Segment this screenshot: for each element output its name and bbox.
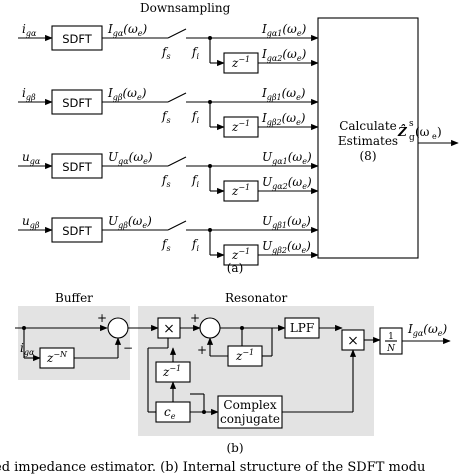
row-2-out1-label: Ugα1(ωe)	[262, 150, 312, 166]
row-0-sdft-label: SDFT	[62, 32, 93, 46]
multiplier-2-symbol: ×	[347, 333, 359, 349]
buffer-region	[18, 306, 130, 380]
complex-conjugate-block	[217, 395, 283, 429]
ce-label: ce	[164, 405, 176, 421]
row-3-sdft-block	[51, 217, 103, 243]
svg-text:s: s	[409, 119, 414, 129]
calc-line-3: (8)	[360, 149, 377, 163]
row-1-fi-label: fi	[191, 109, 199, 125]
row-0-fi-label: fi	[191, 45, 199, 61]
downsampling-title: Downsampling	[140, 1, 231, 15]
row-2-spectrum-label: Ugα(ωe)	[108, 150, 153, 166]
complex-conjugate-line-1: Complex	[223, 398, 276, 412]
row-1-out2-label: Igβ2(ωe)	[261, 111, 306, 127]
row-1-spectrum-label: Igβ(ωe)	[107, 86, 147, 102]
row-2-sdft-label: SDFT	[62, 160, 93, 174]
resonator-title: Resonator	[225, 291, 287, 305]
row-3-spectrum-label: Ugβ(ωe)	[108, 214, 152, 230]
row-2-sdft-block	[51, 153, 103, 179]
row-1-downsampling-switch	[167, 92, 187, 103]
row-0-out2-label: Igα2(ωe)	[261, 47, 307, 63]
row-1-sdft-label: SDFT	[62, 96, 93, 110]
resonator-plus-lower: +	[197, 343, 207, 357]
svg-text:e: e	[432, 132, 437, 141]
multiplier-1-symbol: ×	[163, 321, 175, 337]
impedance-output-label: Ẑ s g (ω e )	[397, 119, 442, 143]
resonator-sum-node	[199, 317, 221, 339]
buffer-sum-node	[107, 317, 129, 339]
row-0-downsampling-switch	[167, 28, 187, 39]
row-2-input-label: ugα	[22, 150, 41, 166]
row-2-downsampling-switch	[167, 156, 187, 167]
row-1-out1-label: Igβ1(ωe)	[261, 86, 306, 102]
gain-denominator: N	[386, 344, 396, 354]
gain-numerator: 1	[388, 332, 394, 342]
svg-text:): )	[437, 125, 442, 139]
row-3-fs-label: fs	[161, 237, 171, 253]
row-0-fs-label: fs	[161, 45, 171, 61]
row-0-out1-label: Igα1(ωe)	[261, 22, 307, 38]
row-0-input-label: igα	[22, 22, 37, 38]
buffer-minus: −	[123, 341, 133, 355]
row-3-input-label: ugβ	[22, 214, 40, 230]
caption-text: ed impedance estimator. (b) Internal str…	[0, 460, 426, 475]
calc-line-1: Calculate	[339, 119, 397, 133]
row-0-spectrum-label: Igα(ωe)	[107, 22, 147, 38]
calculate-estimates-block	[317, 17, 419, 259]
row-1-fs-label: fs	[161, 109, 171, 125]
lpf-label: LPF	[290, 321, 314, 335]
label-b: (b)	[226, 441, 243, 455]
row-3-downsampling-switch	[167, 220, 187, 231]
row-3-sdft-label: SDFT	[62, 224, 93, 238]
label-a: (a)	[227, 261, 244, 275]
svg-text:g: g	[409, 133, 415, 143]
complex-conjugate-line-2: conjugate	[220, 412, 280, 426]
caption-fragment: ed impedance estimator. (b) Internal str…	[0, 458, 474, 476]
row-2-out2-label: Ugα2(ωe)	[262, 175, 312, 191]
svg-text:(ω: (ω	[415, 125, 430, 139]
calc-line-2: Estimates	[338, 134, 398, 148]
row-2-fi-label: fi	[191, 173, 199, 189]
resonator-plus: +	[190, 311, 200, 325]
svg-text:Ẑ: Ẑ	[397, 123, 408, 139]
row-3-out1-label: Ugβ1(ωe)	[262, 214, 311, 230]
row-3-fi-label: fi	[191, 237, 199, 253]
buffer-plus: +	[97, 311, 107, 325]
buffer-title: Buffer	[55, 291, 93, 305]
row-3-out2-label: Ugβ2(ωe)	[262, 239, 311, 255]
row-1-input-label: igβ	[22, 86, 36, 102]
row-2-fs-label: fs	[161, 173, 171, 189]
resonator-output-label: Igα(ωe)	[407, 322, 447, 338]
